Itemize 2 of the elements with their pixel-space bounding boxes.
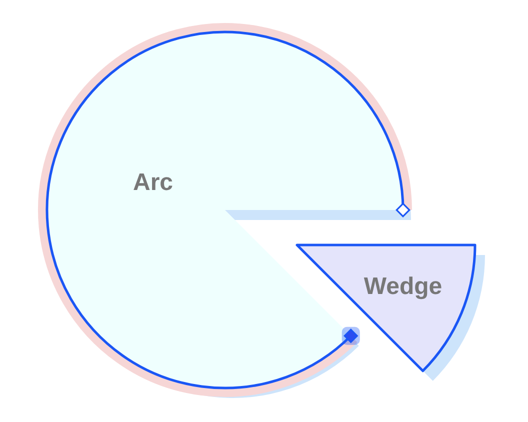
shape-label: Wedge	[364, 273, 442, 301]
shape-label: Arc	[132, 169, 174, 197]
